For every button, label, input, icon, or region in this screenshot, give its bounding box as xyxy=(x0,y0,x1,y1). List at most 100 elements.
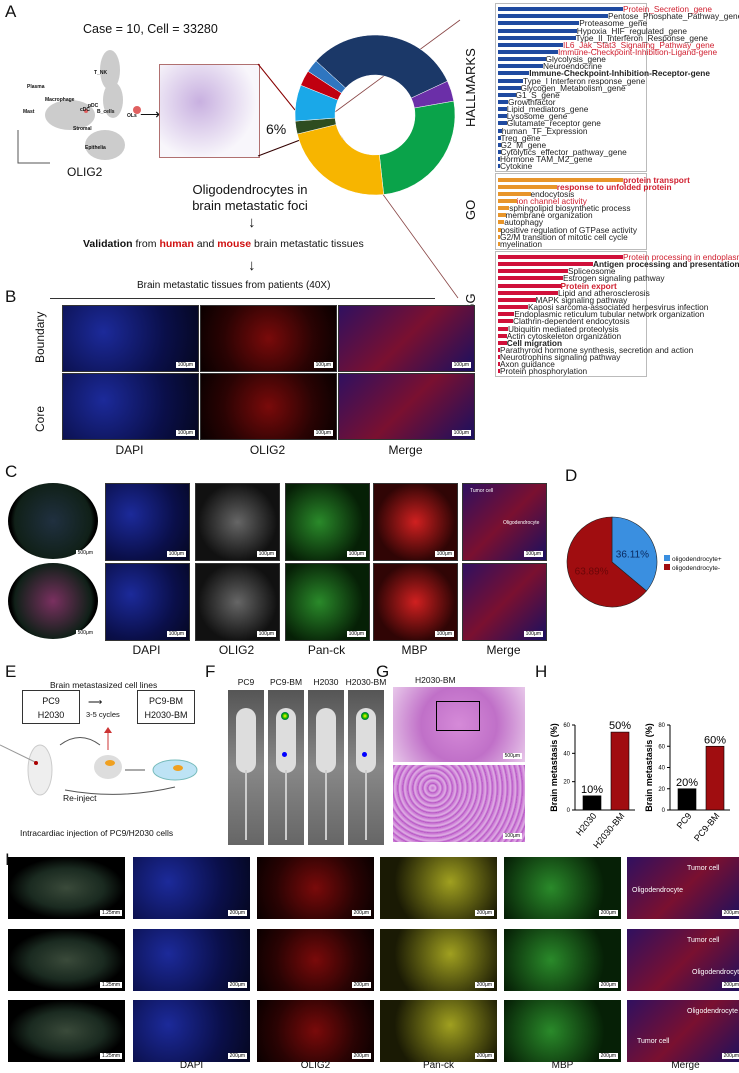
cell-line-h2030: H2030 xyxy=(37,710,65,720)
donut-segment-2 xyxy=(379,100,456,195)
row-label-core: Core xyxy=(33,405,47,432)
enrichment-term: Protein export xyxy=(560,280,617,291)
case-cell-count: Case = 10, Cell = 33280 xyxy=(83,22,218,36)
enrichment-term: Cytokine xyxy=(500,161,533,172)
enrichment-term: Immune-Checkpoint-Inhibition-Ligand-gene xyxy=(558,46,718,57)
enrichment-term: Hormone TAM_M2_gene xyxy=(500,154,593,165)
enrichment-bar xyxy=(498,64,543,69)
enrichment-row: endocytosis xyxy=(498,189,574,199)
enrichment-row: IL6_Jak_Stat3_Signaling_Pathway_gene xyxy=(498,40,714,50)
enrichment-bar xyxy=(498,220,505,225)
enrichment-term: Actin cytoskeleton organization xyxy=(506,330,622,341)
oligodendrocyte-pie-chart: 36.11%63.89% xyxy=(566,516,658,608)
enrichment-row: sphingolipid biosynthetic process xyxy=(498,203,631,213)
enrichment-row: Lysosome_gene xyxy=(498,111,568,122)
panel-label-f: F xyxy=(205,662,216,681)
divider xyxy=(50,298,435,299)
enrichment-term: Growthfactor xyxy=(508,97,556,108)
enrichment-row: Estrogen signaling pathway xyxy=(498,273,664,283)
enrichment-row: Antigen processing and presentation xyxy=(498,259,739,269)
umap-label-cdc: cDC xyxy=(80,107,91,113)
panel-label-d: D xyxy=(565,466,578,485)
donut-segment-0 xyxy=(315,34,448,99)
mouse-image-0 xyxy=(228,690,264,845)
x-tick-label: H2030 xyxy=(574,811,599,838)
data-label: 10% xyxy=(581,784,603,796)
micrograph-c-1-pan-ck: 100μm xyxy=(285,563,370,641)
cycles-label: 3-5 cycles xyxy=(86,710,120,719)
micrograph-c-1-dapi: 100μm xyxy=(105,563,190,641)
annotation-oligodendrocyte: Oligodendrocyte xyxy=(632,887,683,894)
mouse-tail xyxy=(325,770,327,840)
bar-pc9 xyxy=(677,788,697,811)
enrichment-row: Cytokine xyxy=(498,161,533,172)
enrichment-bar xyxy=(498,142,501,147)
data-label: 50% xyxy=(609,720,631,732)
enrichment-term: Endoplasmic reticulum tubular network or… xyxy=(514,309,705,320)
enrichment-row: Axon guidance xyxy=(498,359,555,370)
enrichment-row: Protein export xyxy=(498,280,617,291)
legend-item-positive: oligodendrocyte+ xyxy=(664,555,722,564)
annotation-tumor-cell: Tumor cell xyxy=(687,865,720,872)
enrichment-bar xyxy=(498,312,515,317)
enrichment-term: Treg_gene xyxy=(500,132,541,143)
mouse-body xyxy=(276,708,296,773)
micrograph-i-1-4: 200μm xyxy=(504,929,621,991)
col-label-i-merge: Merge xyxy=(671,1060,700,1071)
micrograph-c-0-dapi: 100μm xyxy=(105,483,190,561)
group-label-go: GO xyxy=(463,199,478,220)
cell-line-h2030-bm: H2030-BM xyxy=(144,710,188,720)
scale-bar: 200μm xyxy=(474,910,494,916)
enrichment-bar xyxy=(498,369,500,374)
panel-label-i: I xyxy=(5,850,10,870)
col-label-c-merge: Merge xyxy=(486,643,521,657)
scale-bar: 200μm xyxy=(721,982,739,988)
micrograph-c-0-mbp: 100μm xyxy=(373,483,458,561)
scale-bar: 100μm xyxy=(434,631,454,637)
micrograph-b-core-merge: 100μm xyxy=(338,373,475,440)
enrichment-bar xyxy=(498,290,558,295)
enrichment-row: protein transport xyxy=(498,175,690,185)
micrograph-i-0-3: 200μm xyxy=(380,857,497,919)
scale-bar: 100μm xyxy=(175,430,195,436)
enrichment-row: Type_II_Interferon_Response_gene xyxy=(498,33,708,43)
micrograph-c-0-pan-ck: 100μm xyxy=(285,483,370,561)
annotation-oligodendrocyte: Oligodendrocyte xyxy=(692,969,739,976)
scale-bar: 200μm xyxy=(598,1053,618,1059)
col-label-merge: Merge xyxy=(388,443,423,457)
injection-caption: Intracardiac injection of PC9/H2030 cell… xyxy=(20,828,174,838)
enrichment-row: Immune-Checkpoint-Inhibition-Ligand-gene xyxy=(498,46,718,57)
panel-label-b: B xyxy=(5,287,17,306)
pie-legend: oligodendrocyte+ oligodendrocyte- xyxy=(664,555,722,573)
enrichment-bar xyxy=(498,28,577,33)
enrichment-term: Ubiquitin mediated proteolysis xyxy=(508,323,619,334)
umap-label-ols: OLs xyxy=(127,113,137,119)
cell-line-pc9-bm: PC9-BM xyxy=(148,696,183,706)
enrichment-row: Ubiquitin mediated proteolysis xyxy=(498,323,619,334)
enrichment-term: MAPK signaling pathway xyxy=(535,294,628,305)
pie-label-1: 63.89% xyxy=(575,567,609,578)
enrichment-bar xyxy=(498,227,501,232)
col-label-c-pan-ck: Pan-ck xyxy=(307,643,346,657)
micrograph-b-core-olig2: 100μm xyxy=(200,373,337,440)
scale-bar: 200μm xyxy=(227,910,247,916)
enrichment-term: Axon guidance xyxy=(500,359,555,370)
micrograph-b-boundary-dapi: 100μm xyxy=(62,305,199,372)
scale-bar: 200μm xyxy=(598,910,618,916)
enrichment-term: Lysosome_gene xyxy=(506,111,568,122)
scale-bar-brain: 1.25mm xyxy=(99,910,122,916)
mouse-body xyxy=(316,708,336,773)
annotation-tumor-cell: Tumor cell xyxy=(637,1038,670,1045)
x-tick-label: PC9-BM xyxy=(692,811,722,843)
enrichment-term: G1_S_gene xyxy=(515,89,560,100)
arrow-right-icon: ⟶ xyxy=(140,106,161,122)
down-arrow-icon-2: ↓ xyxy=(248,257,256,274)
enrichment-row: Kaposi sarcoma-associated herpesvirus in… xyxy=(498,302,708,312)
text-rest: brain metastatic tissues xyxy=(251,238,364,250)
enrichment-row: Actin cytoskeleton organization xyxy=(498,330,622,341)
mouse-body xyxy=(356,708,376,773)
x-tick-label: PC9 xyxy=(675,811,694,831)
col-label-c-mbp: MBP xyxy=(401,643,428,657)
